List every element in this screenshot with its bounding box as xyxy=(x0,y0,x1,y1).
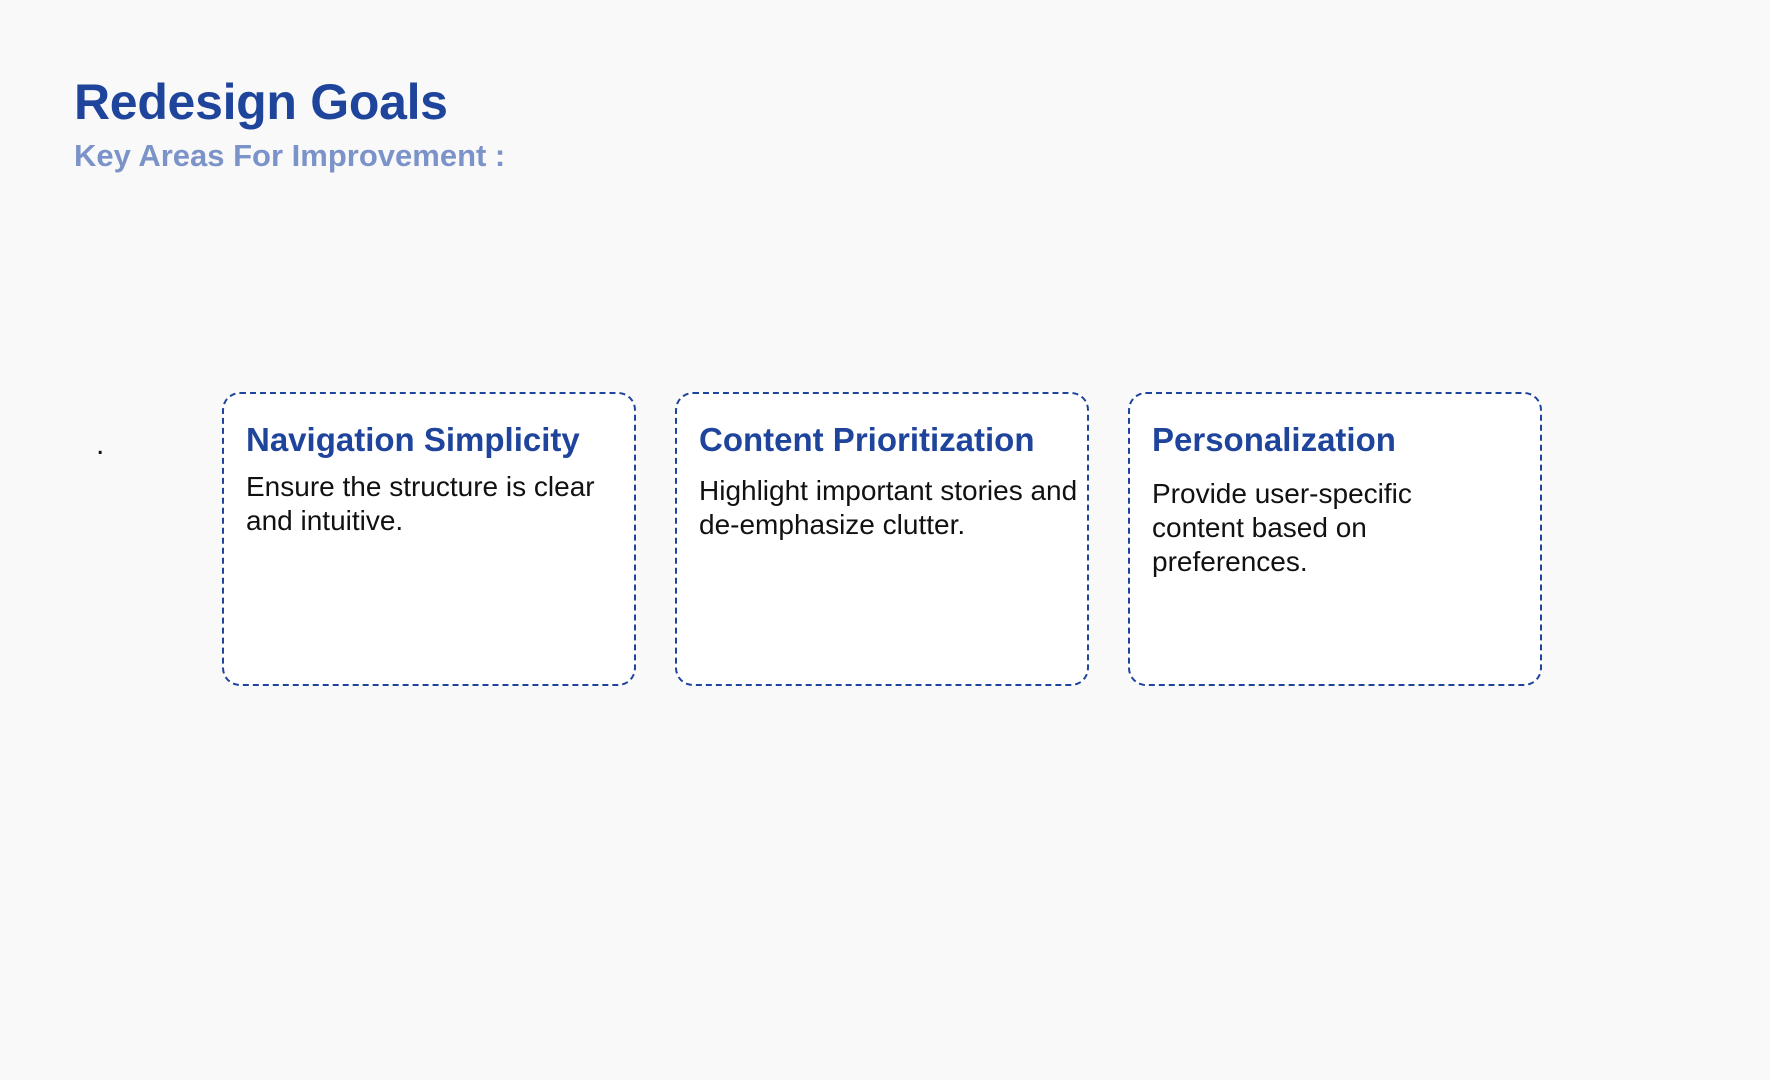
goal-card-content: Content Prioritization Highlight importa… xyxy=(675,392,1089,686)
goal-card-personalization: Personalization Provide user-specific co… xyxy=(1128,392,1542,686)
goal-card-title: Personalization xyxy=(1152,421,1396,458)
page-header: Redesign Goals Key Areas For Improvement… xyxy=(74,72,505,176)
goal-card-navigation: Navigation Simplicity Ensure the structu… xyxy=(222,392,636,686)
page-subtitle: Key Areas For Improvement : xyxy=(74,138,506,173)
goal-card-text: Provide user-specific content based on p… xyxy=(1152,478,1412,577)
goal-card-text: Ensure the structure is clear and intuit… xyxy=(246,471,595,536)
goal-card-title: Content Prioritization xyxy=(699,421,1035,458)
page-title: Redesign Goals xyxy=(74,74,448,130)
goal-card-title: Navigation Simplicity xyxy=(246,421,580,458)
bullet-dot: . xyxy=(96,428,105,461)
goal-card-text: Highlight important stories and de-empha… xyxy=(699,475,1078,540)
